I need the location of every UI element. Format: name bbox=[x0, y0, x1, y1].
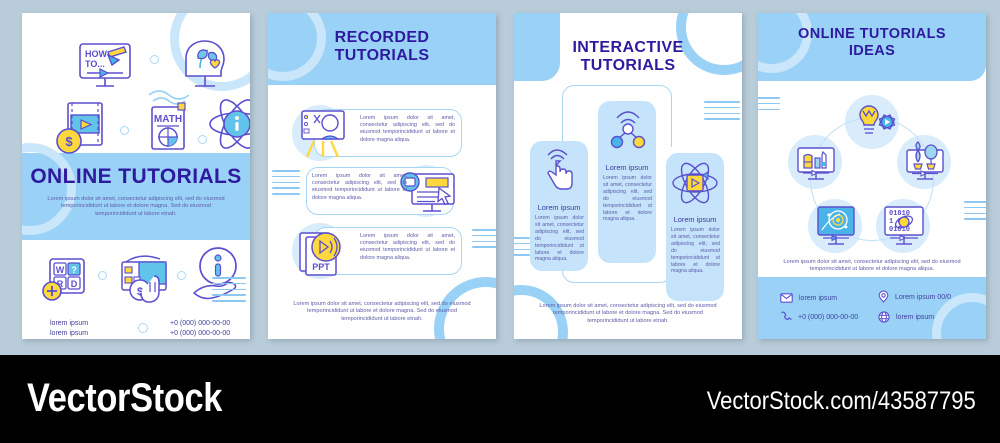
phone-icon bbox=[780, 311, 792, 323]
svg-text:HOW: HOW bbox=[85, 49, 108, 59]
row-1-text: Lorem ipsum dolor sit amet, consectetur … bbox=[360, 115, 455, 143]
brochure-panel-ideas[interactable]: ONLINE TUTORIALS IDEAS bbox=[758, 13, 986, 339]
row-3-text: Lorem ipsum dolor sit amet, consectetur … bbox=[360, 233, 455, 261]
brochure-panel-interactive[interactable]: INTERACTIVE TUTORIALS Lorem ipsum Lorem … bbox=[514, 13, 742, 339]
panel-footer-text: Lorem ipsum dolor sit amet, consectetur … bbox=[293, 301, 471, 322]
math-document-icon: MATH bbox=[140, 89, 192, 155]
page-title: ONLINE TUTORIALS bbox=[30, 165, 242, 188]
decorative-lines-bottomright bbox=[212, 277, 246, 306]
title-line-1: ONLINE TUTORIALS bbox=[798, 26, 946, 42]
envelope-icon bbox=[780, 293, 793, 303]
card-2-text: Lorem ipsum dolor sit amet, consectetur … bbox=[603, 175, 652, 223]
tap-gesture-hand-icon bbox=[541, 149, 579, 191]
head-plant-growth-icon bbox=[178, 38, 234, 94]
coding-binary-monitor-icon: 01010 1 0 1 01010 bbox=[882, 203, 926, 249]
card-1-text: Lorem ipsum dolor sit amet, consectetur … bbox=[535, 215, 584, 263]
contact-left-column: lorem ipsum lorem ipsum bbox=[50, 319, 88, 339]
svg-text:W: W bbox=[56, 265, 65, 275]
decorative-dot-1 bbox=[150, 55, 159, 64]
decorative-lines-left bbox=[514, 237, 530, 260]
title-line-2: IDEAS bbox=[848, 42, 896, 59]
title-line-1: INTERACTIVE bbox=[572, 39, 684, 56]
interactive-corner-block bbox=[514, 13, 560, 81]
atom-play-video-icon bbox=[672, 162, 718, 204]
svg-text:MATH: MATH bbox=[154, 114, 182, 125]
contact-website[interactable]: lorem ipsum bbox=[878, 311, 934, 323]
title-line-2: TUTORIALS bbox=[334, 47, 430, 65]
video-film-money-icon: $ bbox=[54, 99, 114, 155]
plant-gardening-monitor-icon bbox=[904, 140, 946, 184]
decorative-lines-right bbox=[704, 101, 740, 124]
art-painting-monitor-icon bbox=[795, 140, 837, 184]
page-title: INTERACTIVE TUTORIALS bbox=[514, 39, 742, 75]
contact-location-text: Lorem ipsum 00/0 bbox=[895, 293, 952, 301]
contact-email-text: lorem ipsum bbox=[799, 294, 838, 302]
svg-text:$: $ bbox=[137, 286, 143, 298]
connector-top bbox=[562, 85, 672, 147]
idea-bulb-play-gear-icon bbox=[850, 101, 896, 143]
decorative-dot-5 bbox=[177, 271, 186, 280]
contact-left-line-2: lorem ipsum bbox=[50, 329, 89, 337]
row-2-text: Lorem ipsum dolor sit amet, consectetur … bbox=[312, 173, 407, 201]
science-space-monitor-icon bbox=[815, 203, 857, 249]
word-puzzle-add-icon: W ? R D bbox=[42, 255, 90, 303]
ppt-presentation-audio-icon: PPT bbox=[296, 227, 346, 277]
svg-text:$: $ bbox=[65, 134, 73, 149]
contact-phone[interactable]: +0 (000) 000-00-00 bbox=[780, 311, 858, 323]
location-pin-icon bbox=[878, 290, 889, 303]
page-title: ONLINE TUTORIALS IDEAS bbox=[758, 26, 986, 59]
camera-tripod-recording-icon bbox=[300, 109, 346, 159]
brochure-panel-cover[interactable]: HOW TO... bbox=[22, 13, 250, 339]
contact-email[interactable]: lorem ipsum bbox=[780, 293, 837, 303]
screen-recording-cursor-icon bbox=[400, 166, 456, 216]
decorative-lines-topleft bbox=[758, 97, 780, 114]
brochure-panel-recorded[interactable]: RECORDED TUTORIALS Lorem ipsum bbox=[268, 13, 496, 339]
how-to-monitor-icon: HOW TO... bbox=[78, 42, 138, 94]
globe-icon bbox=[878, 311, 890, 323]
contact-website-text: lorem ipsum bbox=[896, 313, 935, 321]
card-1-heading: Lorem ipsum bbox=[537, 203, 581, 212]
svg-text:D: D bbox=[71, 279, 78, 289]
atom-info-icon bbox=[208, 97, 250, 151]
contact-right-column: +0 (000) 000-00-00 +0 (000) 000-00-00 bbox=[170, 319, 230, 339]
svg-text:PPT: PPT bbox=[312, 262, 330, 272]
svg-text:R: R bbox=[57, 279, 64, 289]
panel-footer-text: Lorem ipsum dolor sit amet, consectetur … bbox=[539, 303, 717, 324]
page-title: RECORDED TUTORIALS bbox=[268, 29, 496, 65]
decorative-dot-2 bbox=[120, 126, 129, 135]
svg-text:TO...: TO... bbox=[85, 59, 105, 69]
title-line-2: TUTORIALS bbox=[580, 57, 676, 75]
card-2-heading: Lorem ipsum bbox=[605, 163, 649, 172]
cover-title-band bbox=[22, 153, 250, 240]
contact-phone-text: +0 (000) 000-00-00 bbox=[798, 313, 859, 321]
decorative-lines-midright bbox=[964, 201, 986, 224]
decorative-lines-row2 bbox=[272, 170, 300, 199]
contact-left-line-1: lorem ipsum bbox=[50, 320, 89, 327]
svg-text:01010: 01010 bbox=[889, 210, 910, 218]
card-3-heading: Lorem ipsum bbox=[673, 215, 717, 224]
card-3-text: Lorem ipsum dolor sit amet, consectetur … bbox=[671, 227, 720, 275]
network-share-wifi-icon bbox=[609, 109, 647, 149]
contact-phone-2: +0 (000) 000-00-00 bbox=[170, 329, 231, 337]
ideas-contact-band bbox=[758, 277, 986, 339]
info-on-hand-icon bbox=[192, 246, 248, 302]
calendar-payment-hand-icon: $ bbox=[114, 250, 174, 304]
vectorstock-logo: VectorStock bbox=[27, 376, 223, 420]
cover-description: Lorem ipsum dolor sit amet, consectetur … bbox=[47, 196, 225, 217]
vectorstock-url: VectorStock.com/43587795 bbox=[706, 387, 976, 415]
decorative-dot-3 bbox=[198, 135, 207, 144]
svg-text:01010: 01010 bbox=[889, 226, 910, 234]
ideas-description: Lorem ipsum dolor sit amet, consectetur … bbox=[783, 259, 961, 273]
contact-location[interactable]: Lorem ipsum 00/0 bbox=[878, 290, 952, 303]
title-line-1: RECORDED bbox=[334, 29, 430, 46]
watermark-footer: VectorStock VectorStock.com/43587795 bbox=[0, 355, 1000, 443]
decorative-lines-row3 bbox=[472, 229, 496, 252]
contact-phone-1: +0 (000) 000-00-00 bbox=[170, 320, 231, 327]
decorative-dot-4 bbox=[98, 271, 107, 280]
svg-text:?: ? bbox=[71, 265, 77, 275]
decorative-dot-6 bbox=[138, 323, 148, 333]
